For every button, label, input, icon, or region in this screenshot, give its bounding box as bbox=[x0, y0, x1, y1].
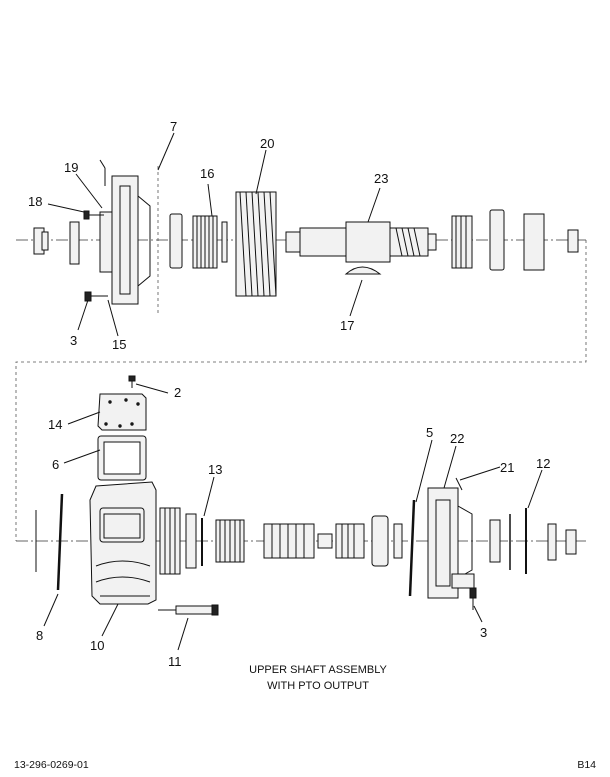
callout-18: 18 bbox=[28, 194, 42, 209]
bolt-11 bbox=[158, 604, 219, 616]
tapered-bearing-16 bbox=[192, 215, 218, 269]
callout-8: 8 bbox=[36, 628, 43, 643]
callout-22: 22 bbox=[450, 431, 464, 446]
drive-gear-20 bbox=[235, 191, 277, 297]
pto-housing-10 bbox=[89, 481, 157, 605]
bolt-3-top bbox=[84, 291, 108, 302]
bolt-18 bbox=[83, 210, 104, 220]
gasket-8 bbox=[56, 493, 64, 591]
top-callouts: 7 19 18 16 20 23 3 15 17 bbox=[28, 119, 388, 352]
bottom-leaders bbox=[43, 383, 543, 651]
right-bearing-set bbox=[451, 209, 579, 271]
shift-cover-17 bbox=[344, 266, 382, 275]
end-nut-left bbox=[33, 227, 49, 255]
bottom-callouts: 2 14 6 13 5 22 21 12 8 10 11 3 bbox=[36, 385, 550, 669]
upper-shaft-23 bbox=[285, 221, 437, 263]
page-number: B14 bbox=[577, 759, 596, 771]
callout-3-top: 3 bbox=[70, 333, 77, 348]
callout-15: 15 bbox=[112, 337, 126, 352]
callout-7: 7 bbox=[170, 119, 177, 134]
gasket-5 bbox=[408, 499, 416, 597]
cover-gasket-6 bbox=[97, 435, 147, 481]
callout-13: 13 bbox=[208, 462, 222, 477]
callout-10: 10 bbox=[90, 638, 104, 653]
callout-3-bottom: 3 bbox=[480, 625, 487, 640]
output-shaft bbox=[263, 515, 403, 567]
thrust-washer bbox=[69, 221, 80, 265]
callout-2: 2 bbox=[174, 385, 181, 400]
bearing-cup bbox=[169, 213, 183, 269]
upper-row-assembly bbox=[15, 132, 587, 541]
bolt-2 bbox=[128, 375, 136, 388]
caption-line-1: UPPER SHAFT ASSEMBLY bbox=[249, 664, 387, 676]
callout-21: 21 bbox=[500, 460, 514, 475]
pto-cover-14 bbox=[97, 393, 147, 431]
top-leaders bbox=[47, 132, 381, 337]
needle-bearing bbox=[215, 519, 245, 563]
callout-23: 23 bbox=[374, 171, 388, 186]
caption-line-2: WITH PTO OUTPUT bbox=[267, 680, 369, 692]
callout-16: 16 bbox=[200, 166, 214, 181]
right-ring-stack bbox=[489, 508, 577, 574]
callout-6: 6 bbox=[52, 457, 59, 472]
callout-11: 11 bbox=[168, 654, 182, 669]
spacer-ring bbox=[221, 221, 228, 263]
callout-5: 5 bbox=[426, 425, 433, 440]
bolt-3-bottom bbox=[469, 587, 477, 610]
callout-20: 20 bbox=[260, 136, 274, 151]
bolt-21 bbox=[455, 477, 463, 491]
lower-row-assembly bbox=[16, 375, 586, 651]
callout-19: 19 bbox=[64, 160, 78, 175]
callout-12: 12 bbox=[536, 456, 550, 471]
seal-stack bbox=[159, 507, 197, 575]
drawing-number: 13-296-0269-01 bbox=[14, 759, 89, 771]
row-connector-line bbox=[15, 240, 587, 541]
callout-17: 17 bbox=[340, 318, 354, 333]
pto-housing-flange bbox=[99, 159, 151, 305]
output-flange-22 bbox=[427, 487, 475, 599]
callout-14: 14 bbox=[48, 417, 62, 432]
